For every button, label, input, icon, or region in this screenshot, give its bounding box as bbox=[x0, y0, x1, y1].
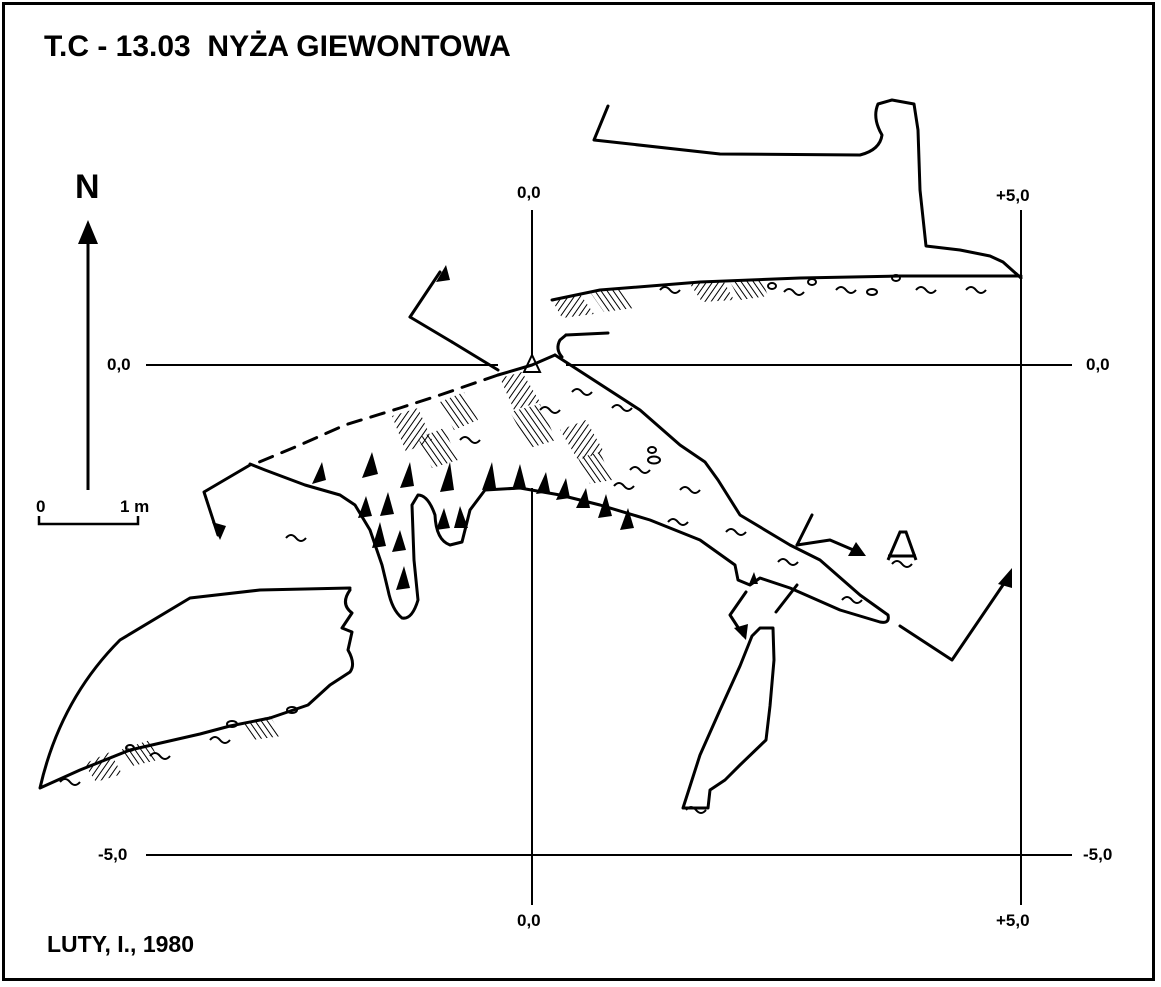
lower-left-block bbox=[38, 586, 355, 790]
grid-label-x-bottom-0: 0,0 bbox=[517, 911, 541, 930]
entrance-floor-line bbox=[496, 353, 557, 377]
section-arm-a1 bbox=[408, 315, 454, 344]
arrowhead-c2 bbox=[734, 624, 748, 640]
grid-label-x-bottom-5: +5,0 bbox=[996, 911, 1030, 930]
grid-label-y-left-0: 0,0 bbox=[107, 355, 131, 374]
scale-start-label: 0 bbox=[36, 497, 46, 516]
arrowhead-a bbox=[436, 265, 450, 282]
entrance-profile-symbol bbox=[886, 530, 918, 561]
rubble-hatch-symbol bbox=[84, 280, 768, 782]
section-arm-c bbox=[795, 538, 860, 554]
entrance-hook bbox=[556, 333, 568, 359]
arrowhead-c bbox=[848, 542, 866, 556]
pebble-symbol bbox=[125, 274, 901, 752]
north-arrow bbox=[78, 220, 98, 490]
dripstone-triangle-symbol bbox=[312, 452, 758, 590]
arrowhead-d bbox=[998, 568, 1012, 588]
author-credit: LUTY, I., 1980 bbox=[47, 931, 195, 957]
section-arm-a2 bbox=[408, 270, 442, 319]
grid-lines bbox=[146, 210, 1072, 905]
scale-bar bbox=[37, 516, 140, 526]
grid-label-y-right-minus5: -5,0 bbox=[1083, 845, 1113, 864]
dashed-drip-line bbox=[250, 373, 500, 467]
grid-label-x-top-5: +5,0 bbox=[996, 186, 1030, 205]
map-title: T.C - 13.03 NYŻA GIEWONTOWA bbox=[44, 30, 511, 63]
section-line-c2 bbox=[774, 583, 799, 614]
clay-tilde-symbol bbox=[59, 286, 987, 814]
section-arrowheads bbox=[212, 265, 1012, 640]
cave-outline bbox=[38, 98, 1023, 810]
entrance-line bbox=[564, 331, 610, 337]
section-arm-d bbox=[898, 580, 1007, 662]
grid-label-y-left-minus5: -5,0 bbox=[98, 845, 128, 864]
lower-right-passage bbox=[681, 626, 776, 810]
upper-wall bbox=[592, 98, 1023, 280]
datum-triangle-symbol bbox=[522, 352, 542, 373]
upper-floor-edge bbox=[550, 274, 1023, 302]
scale-end-label: 1 m bbox=[120, 497, 150, 516]
section-arm-b bbox=[202, 463, 252, 537]
section-line-a bbox=[450, 340, 500, 372]
section-line-c bbox=[795, 513, 814, 547]
north-label: N bbox=[75, 168, 100, 206]
grid-label-y-right-0: 0,0 bbox=[1086, 355, 1110, 374]
grid-label-x-top-0: 0,0 bbox=[517, 183, 541, 202]
arrowhead-b bbox=[212, 522, 226, 540]
main-passage-wall bbox=[248, 353, 890, 624]
